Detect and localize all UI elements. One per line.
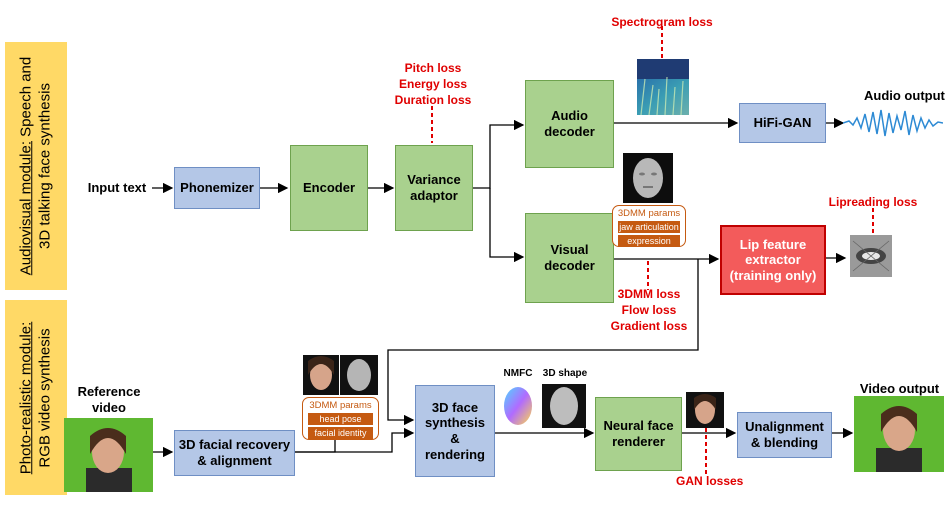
neural-renderer-block: Neural face renderer xyxy=(595,397,682,471)
visual-3dmm-params-title: 3DMM params xyxy=(617,208,681,219)
recovery-3dmm-params-title: 3DMM params xyxy=(309,400,372,411)
param-head-pose: head pose xyxy=(308,413,373,425)
spectrogram-loss-label: Spectrogram loss xyxy=(611,15,713,29)
photorealistic-module-bar: Photo-realistic module: RGB video synthe… xyxy=(5,300,67,495)
phonemizer-block: Phonemizer xyxy=(174,167,260,209)
audio-decoder-block: Audio decoder xyxy=(525,80,614,168)
lipreading-loss-label: Lipreading loss xyxy=(828,195,918,209)
hifigan-block: HiFi-GAN xyxy=(739,103,826,143)
variance-losses-label: Pitch loss Energy loss Duration loss xyxy=(394,61,472,108)
spectrogram-image xyxy=(637,59,689,115)
video-output-label: Video output xyxy=(859,381,940,396)
audiovisual-module-bar: Audiovisual module: Speech and 3D talkin… xyxy=(5,42,67,290)
visual-decoder-block: Visual decoder xyxy=(525,213,614,303)
variance-adaptor-block: Variance adaptor xyxy=(395,145,473,231)
face-synthesis-block: 3D face synthesis & rendering xyxy=(415,385,495,477)
3d-shape-label: 3D shape xyxy=(542,368,588,379)
param-facial-identity: facial identity xyxy=(308,427,373,439)
recovery-3dmm-params: 3DMM params head pose facial identity xyxy=(302,397,379,440)
param-expression: expression xyxy=(618,235,680,247)
nmfc-label: NMFC xyxy=(503,368,533,379)
nmfc-image xyxy=(498,384,538,428)
audio-waveform-image xyxy=(843,109,943,137)
video-output-frame xyxy=(854,396,944,472)
visual-losses-label: 3DMM loss Flow loss Gradient loss xyxy=(610,287,688,334)
3d-shape-image xyxy=(542,384,586,428)
rendered-face-thumbnail xyxy=(686,392,724,428)
lip-feature-image xyxy=(850,235,892,277)
reference-face-mesh-thumbnail xyxy=(340,355,378,395)
3d-face-mesh-image xyxy=(623,153,673,203)
lip-feature-extractor-block: Lip feature extractor (training only) xyxy=(720,225,826,295)
reference-video-label: Reference video xyxy=(77,384,141,415)
reference-video-frame xyxy=(64,418,153,492)
facial-recovery-block: 3D facial recovery & alignment xyxy=(174,430,295,476)
encoder-block: Encoder xyxy=(290,145,368,231)
audio-output-label: Audio output xyxy=(864,88,945,103)
param-jaw-articulation: jaw articulation xyxy=(618,221,680,233)
input-text-label: Input text xyxy=(87,180,147,195)
unalignment-block: Unalignment & blending xyxy=(737,412,832,458)
gan-losses-label: GAN losses xyxy=(676,474,744,488)
visual-3dmm-params: 3DMM params jaw articulation expression xyxy=(612,205,686,247)
reference-face-thumbnail xyxy=(303,355,339,395)
